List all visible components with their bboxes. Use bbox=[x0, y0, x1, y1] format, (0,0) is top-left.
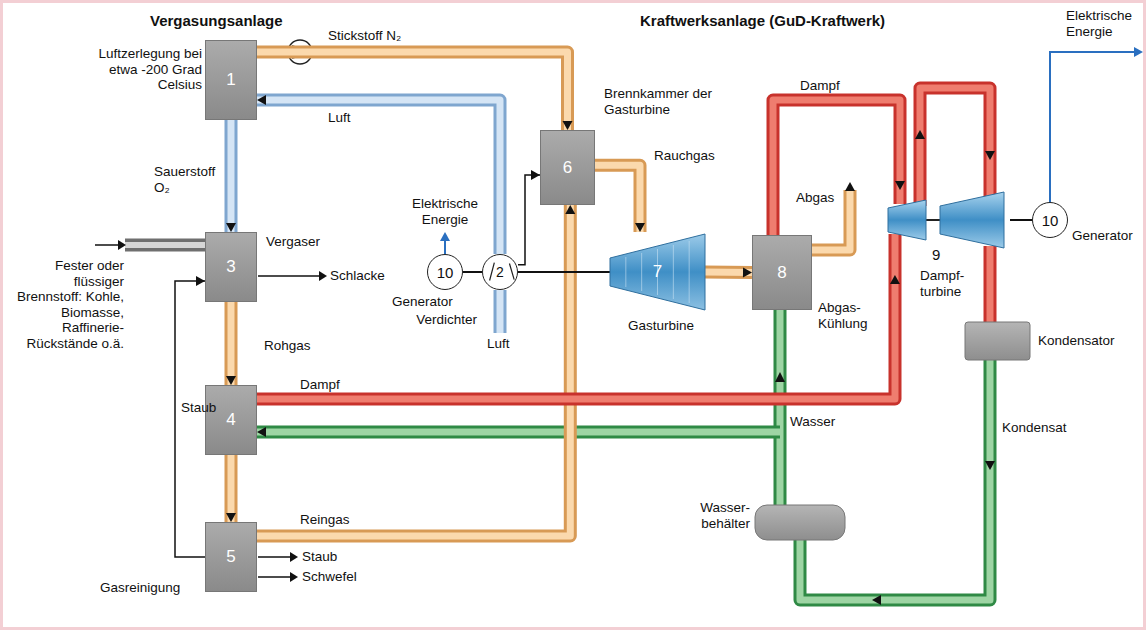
text-label: Gasturbine bbox=[628, 318, 694, 334]
process-box: 8 bbox=[752, 235, 812, 310]
pipe-connector bbox=[257, 52, 573, 130]
text-label: Abgas- Kühlung bbox=[818, 300, 880, 331]
pipe-connector bbox=[257, 205, 575, 536]
pipe-connector bbox=[226, 120, 236, 232]
steam-turbine-symbol bbox=[880, 190, 1010, 275]
text-label: Schwefel bbox=[302, 569, 357, 585]
text-label: Fester oder flüssiger Brennstoff: Kohle,… bbox=[12, 258, 124, 351]
process-box: 1 bbox=[205, 40, 257, 120]
connector-line bbox=[518, 170, 540, 265]
pipe-connector bbox=[257, 95, 500, 254]
gas-turbine: 7 bbox=[610, 232, 705, 312]
compressor: 2 bbox=[482, 254, 518, 290]
generator-circle: 10 bbox=[1032, 202, 1068, 238]
text-label: Abgas bbox=[796, 190, 834, 206]
connector-line bbox=[518, 272, 610, 273]
callout-number: 9 bbox=[932, 246, 940, 263]
edge-label: Stickstoff N₂ bbox=[328, 28, 401, 44]
callout-number: 2 bbox=[496, 264, 504, 280]
process-box: 3 bbox=[205, 232, 257, 302]
text-label: Kondensat bbox=[1002, 420, 1067, 436]
text-label: Elektrische Energie bbox=[1066, 8, 1142, 39]
arrow-head bbox=[895, 181, 905, 190]
callout-number: 7 bbox=[653, 262, 662, 282]
edge-label: Dampf bbox=[800, 78, 840, 94]
text-label: Wasser bbox=[790, 414, 835, 430]
callout-number: 10 bbox=[437, 264, 454, 281]
text-label: Staub bbox=[302, 549, 337, 565]
process-box: 4 bbox=[205, 385, 257, 455]
text-label: Luftzerlegung bei etwa -200 Grad Celsius bbox=[92, 46, 202, 93]
arrow-head bbox=[563, 121, 573, 130]
text-label: Dampf- turbine bbox=[920, 268, 978, 299]
arrow-head bbox=[890, 275, 900, 284]
edge-label: Rauchgas bbox=[654, 148, 715, 164]
callout-number: 5 bbox=[226, 547, 235, 567]
arrow-head bbox=[743, 267, 752, 277]
arrow-head bbox=[226, 513, 236, 522]
generator-circle: 10 bbox=[427, 254, 463, 290]
pipe-connector bbox=[595, 165, 645, 232]
connector-line bbox=[463, 272, 482, 273]
pipe-connector bbox=[705, 267, 752, 277]
text-label: Vergaser bbox=[266, 234, 320, 250]
arrow-head bbox=[196, 276, 205, 286]
pipe-connector bbox=[226, 302, 236, 385]
arrow-head bbox=[565, 205, 575, 214]
text-label: Kraftwerksanlage (GuD-Kraftwerk) bbox=[640, 12, 885, 29]
callout-number: 8 bbox=[777, 263, 786, 283]
edge-label: Staub bbox=[181, 400, 216, 416]
text-label: Brennkammer der Gasturbine bbox=[604, 86, 729, 117]
edge-label: Reingas bbox=[300, 512, 350, 528]
callout-number: 1 bbox=[226, 70, 235, 90]
text-label: Luft bbox=[487, 336, 510, 352]
process-box: 5 bbox=[205, 522, 257, 592]
text-label: Wasser- behälter bbox=[688, 500, 750, 531]
edge-label: Luft bbox=[328, 110, 351, 126]
edge-label: Dampf bbox=[300, 377, 340, 393]
callout-number: 4 bbox=[226, 410, 235, 430]
text-label: Gasreinigung bbox=[100, 580, 180, 596]
arrow-head bbox=[226, 376, 236, 385]
arrow-head bbox=[635, 223, 645, 232]
arrow-head bbox=[226, 223, 236, 232]
text-label: Verdichter bbox=[405, 312, 477, 328]
pipe-connector bbox=[226, 455, 236, 522]
edge-label: Sauerstoff O₂ bbox=[154, 164, 222, 195]
text-label: Generator bbox=[392, 294, 453, 310]
callout-number: 6 bbox=[563, 158, 572, 178]
steam-turbine: 9 bbox=[880, 190, 1010, 275]
process-box: 6 bbox=[540, 130, 595, 205]
text-label: Schlacke bbox=[330, 268, 385, 284]
text-label: Elektrische Energie bbox=[405, 196, 485, 227]
arrow-head bbox=[531, 170, 540, 180]
text-label: Kondensator bbox=[1038, 333, 1115, 349]
connector-line bbox=[175, 276, 205, 557]
edge-label: Rohgas bbox=[264, 338, 311, 354]
pipe-connector bbox=[773, 100, 905, 235]
arrow-head bbox=[257, 95, 266, 105]
text-label: Vergasungsanlage bbox=[150, 12, 283, 29]
callout-number: 3 bbox=[226, 257, 235, 277]
connector-line bbox=[1010, 220, 1032, 221]
callout-number: 10 bbox=[1042, 212, 1059, 229]
text-label: Generator bbox=[1072, 228, 1133, 244]
